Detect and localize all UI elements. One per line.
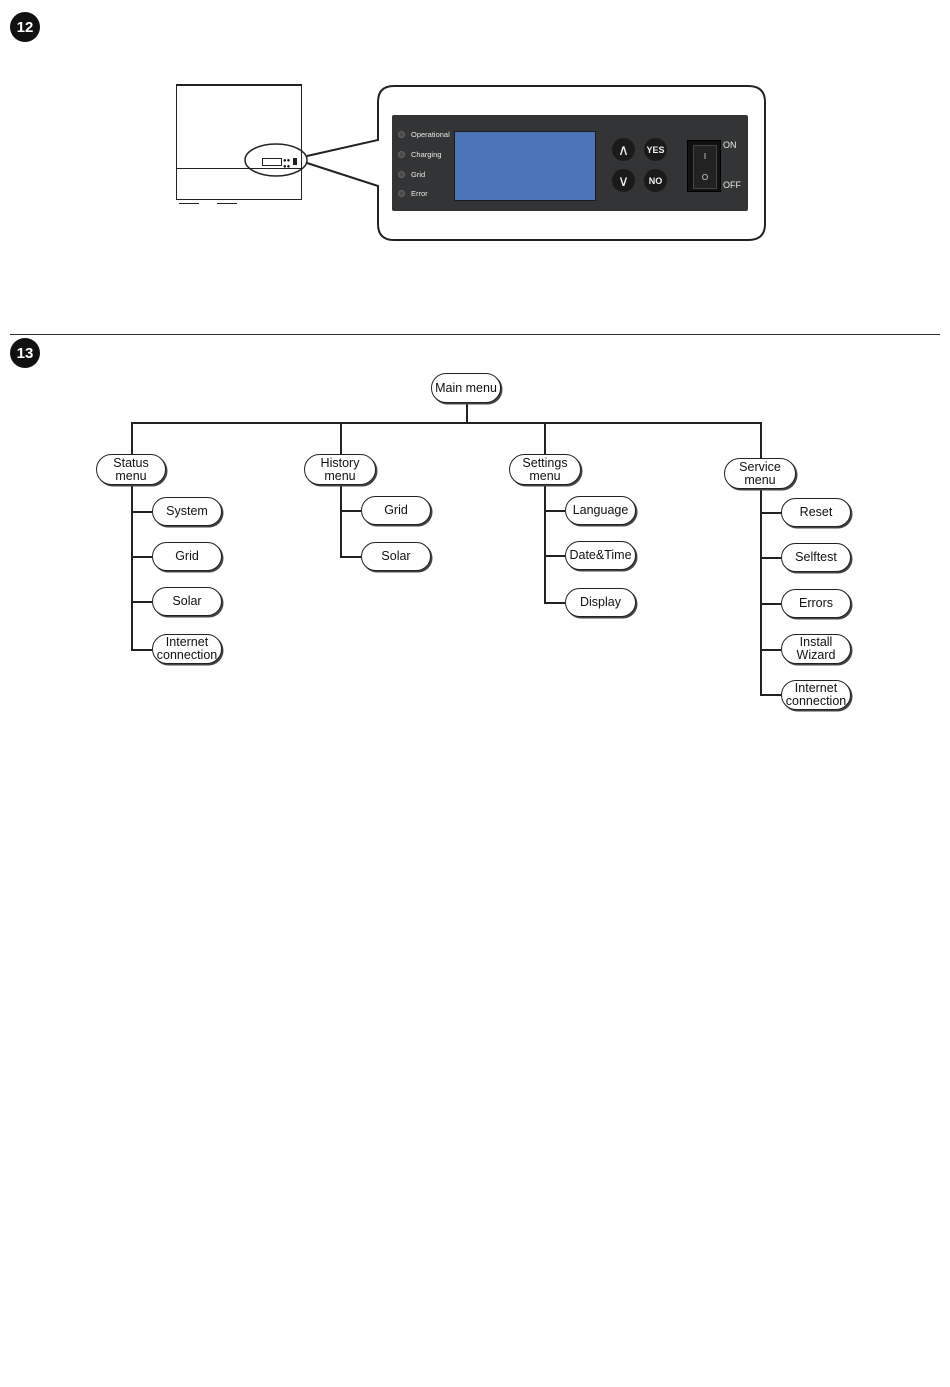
connector-line bbox=[131, 556, 152, 558]
history-menu-node: History menu bbox=[304, 454, 376, 485]
service-internet-node: Internet connection bbox=[781, 680, 851, 710]
connector-line bbox=[760, 649, 781, 651]
led-indicator bbox=[398, 171, 405, 178]
service-menu-node: Service menu bbox=[724, 458, 796, 489]
connector-line bbox=[131, 422, 133, 454]
status-solar-node: Solar bbox=[152, 587, 222, 616]
device-mini-display bbox=[262, 158, 282, 166]
status-menu-node: Status menu bbox=[96, 454, 166, 485]
history-solar-node: Solar bbox=[361, 542, 431, 571]
led-charging: Charging bbox=[398, 150, 441, 159]
switch-on-label: ON bbox=[723, 140, 737, 150]
switch-on-symbol: I bbox=[704, 152, 706, 161]
inverter-device-illustration: ●●●● bbox=[176, 84, 302, 200]
connector-line bbox=[544, 602, 565, 604]
status-system-node: System bbox=[152, 497, 222, 526]
service-install-wizard-node: Install Wizard bbox=[781, 634, 851, 664]
connector-line bbox=[544, 422, 546, 454]
up-arrow-button[interactable]: ∧ bbox=[612, 138, 635, 161]
led-indicator bbox=[398, 131, 405, 138]
connector-line bbox=[760, 489, 762, 695]
connector-line bbox=[760, 512, 781, 514]
connector-line bbox=[131, 511, 152, 513]
status-grid-node: Grid bbox=[152, 542, 222, 571]
connector-line bbox=[340, 485, 342, 557]
led-label: Error bbox=[411, 189, 428, 198]
settings-datetime-node: Date&Time bbox=[565, 541, 636, 570]
main-menu-node: Main menu bbox=[431, 373, 501, 403]
device-mini-buttons: ●●●● bbox=[283, 158, 290, 170]
settings-language-node: Language bbox=[565, 496, 636, 525]
figure-number-12: 12 bbox=[10, 12, 40, 42]
no-button[interactable]: NO bbox=[644, 169, 667, 192]
connector-line bbox=[544, 555, 565, 557]
led-label: Grid bbox=[411, 170, 425, 179]
connector-line bbox=[340, 422, 342, 454]
connector-line bbox=[760, 694, 781, 696]
connector-line bbox=[544, 510, 565, 512]
switch-rocker: I O bbox=[693, 145, 717, 189]
connector-line bbox=[340, 510, 361, 512]
power-switch[interactable]: I O bbox=[687, 140, 721, 192]
lcd-display bbox=[454, 131, 596, 201]
led-indicator bbox=[398, 190, 405, 197]
figure-number-13: 13 bbox=[10, 338, 40, 368]
led-operational: Operational bbox=[398, 130, 450, 139]
section-separator bbox=[10, 334, 940, 335]
connector-line bbox=[131, 649, 152, 651]
device-foot-left bbox=[179, 199, 199, 204]
connector-line bbox=[466, 402, 468, 423]
service-selftest-node: Selftest bbox=[781, 543, 851, 572]
settings-display-node: Display bbox=[565, 588, 636, 617]
switch-off-label: OFF bbox=[723, 180, 741, 190]
connector-line bbox=[131, 485, 133, 650]
led-grid: Grid bbox=[398, 170, 425, 179]
connector-line bbox=[131, 422, 761, 424]
down-arrow-button[interactable]: ∨ bbox=[612, 169, 635, 192]
connector-line bbox=[544, 485, 546, 603]
service-reset-node: Reset bbox=[781, 498, 851, 527]
status-internet-node: Internet connection bbox=[152, 634, 222, 664]
history-grid-node: Grid bbox=[361, 496, 431, 525]
led-label: Operational bbox=[411, 130, 450, 139]
connector-line bbox=[760, 557, 781, 559]
device-mini-switch bbox=[293, 158, 297, 165]
settings-menu-node: Settings menu bbox=[509, 454, 581, 485]
yes-button[interactable]: YES bbox=[644, 138, 667, 161]
control-panel: Operational Charging Grid Error ∧ YES ∨ … bbox=[392, 115, 748, 211]
led-error: Error bbox=[398, 189, 428, 198]
connector-line bbox=[760, 603, 781, 605]
switch-off-symbol: O bbox=[702, 173, 708, 182]
led-indicator bbox=[398, 151, 405, 158]
service-errors-node: Errors bbox=[781, 589, 851, 618]
connector-line bbox=[340, 556, 361, 558]
device-foot-right bbox=[217, 199, 237, 204]
connector-line bbox=[131, 601, 152, 603]
connector-line bbox=[760, 422, 762, 458]
led-label: Charging bbox=[411, 150, 441, 159]
